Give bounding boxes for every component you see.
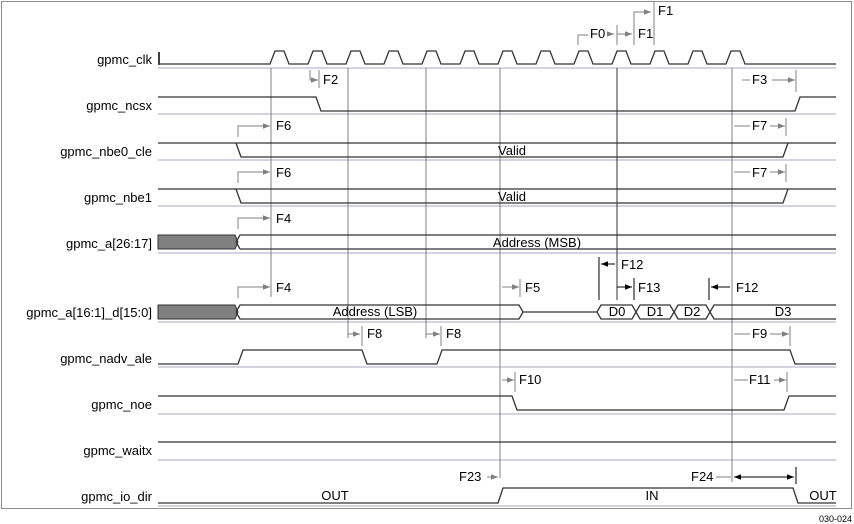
label-f0: F0	[590, 26, 605, 41]
data-word-d2: D2	[684, 304, 701, 319]
label-f12-a: F12	[621, 257, 643, 272]
label-f24: F24	[691, 469, 713, 484]
label-f8-a: F8	[367, 326, 382, 341]
label-f7-b: F7	[752, 165, 767, 180]
label-f10: F10	[519, 372, 541, 387]
timing-labels: F0 F1 F1 F2 F3 F6 F6 F7 F7 F4 F4 F5 F12 …	[276, 3, 770, 484]
data-word-d1: D1	[647, 304, 664, 319]
nbe0-cle-value: Valid	[498, 143, 526, 158]
signal-label-gpmc-a-26-17: gpmc_a[26:17]	[66, 236, 152, 251]
signal-label-gpmc-ncsx: gpmc_ncsx	[86, 98, 152, 113]
signal-label-gpmc-nbe1: gpmc_nbe1	[84, 190, 152, 205]
nbe1-value: Valid	[498, 189, 526, 204]
signal-label-gpmc-clk: gpmc_clk	[97, 52, 152, 67]
addr-msb-bus: Address (MSB)	[157, 234, 836, 250]
io-dir-state-out-end: OUT	[809, 488, 837, 503]
label-f3: F3	[752, 72, 767, 87]
diagram-frame	[1, 1, 852, 509]
io-dir-waveform: OUT IN OUT	[158, 487, 837, 504]
label-f9: F9	[752, 326, 767, 341]
label-f6-b: F6	[276, 165, 291, 180]
label-f5: F5	[525, 280, 540, 295]
clock-waveform	[160, 50, 836, 65]
guide-lines	[270, 68, 733, 482]
signal-label-gpmc-nbe0-cle: gpmc_nbe0_cle	[60, 144, 152, 159]
label-f11: F11	[749, 372, 770, 387]
label-f4-b: F4	[276, 280, 291, 295]
label-f2: F2	[323, 72, 338, 87]
addr-data-bus: Address (LSB) D0 D1 D2 D3	[157, 304, 836, 320]
label-f12-b: F12	[736, 280, 758, 295]
figure-id: 030-024	[819, 514, 852, 524]
label-f1-a: F1	[638, 26, 653, 41]
ncsx-waveform	[158, 96, 836, 112]
label-f4-a: F4	[276, 211, 291, 226]
label-f1-b: F1	[658, 3, 673, 18]
addr-lsb-value: Address (LSB)	[333, 304, 418, 319]
signal-label-gpmc-nadv-ale: gpmc_nadv_ale	[60, 351, 152, 366]
nbe0-cle-waveform: Valid	[158, 142, 836, 158]
signal-labels: gpmc_clk gpmc_ncsx gpmc_nbe0_cle gpmc_nb…	[26, 52, 152, 504]
label-f8-b: F8	[446, 326, 461, 341]
label-f6-a: F6	[276, 118, 291, 133]
addr-msb-value: Address (MSB)	[493, 235, 581, 250]
label-f7-a: F7	[752, 118, 767, 133]
signal-label-gpmc-noe: gpmc_noe	[91, 397, 152, 412]
signal-label-gpmc-waitx: gpmc_waitx	[83, 443, 152, 458]
io-dir-state-out: OUT	[321, 488, 349, 503]
data-word-d0: D0	[609, 304, 626, 319]
io-dir-state-in: IN	[646, 488, 659, 503]
label-f23: F23	[459, 469, 481, 484]
noe-waveform	[158, 395, 836, 411]
timing-annotations	[237, 2, 797, 484]
label-f13: F13	[638, 280, 660, 295]
nbe1-waveform: Valid	[158, 188, 836, 204]
nadv-ale-waveform	[158, 349, 836, 365]
data-word-d3: D3	[775, 304, 792, 319]
signal-label-gpmc-io-dir: gpmc_io_dir	[81, 489, 152, 504]
signal-label-gpmc-a-16-1-d: gpmc_a[16:1]_d[15:0]	[26, 305, 152, 320]
